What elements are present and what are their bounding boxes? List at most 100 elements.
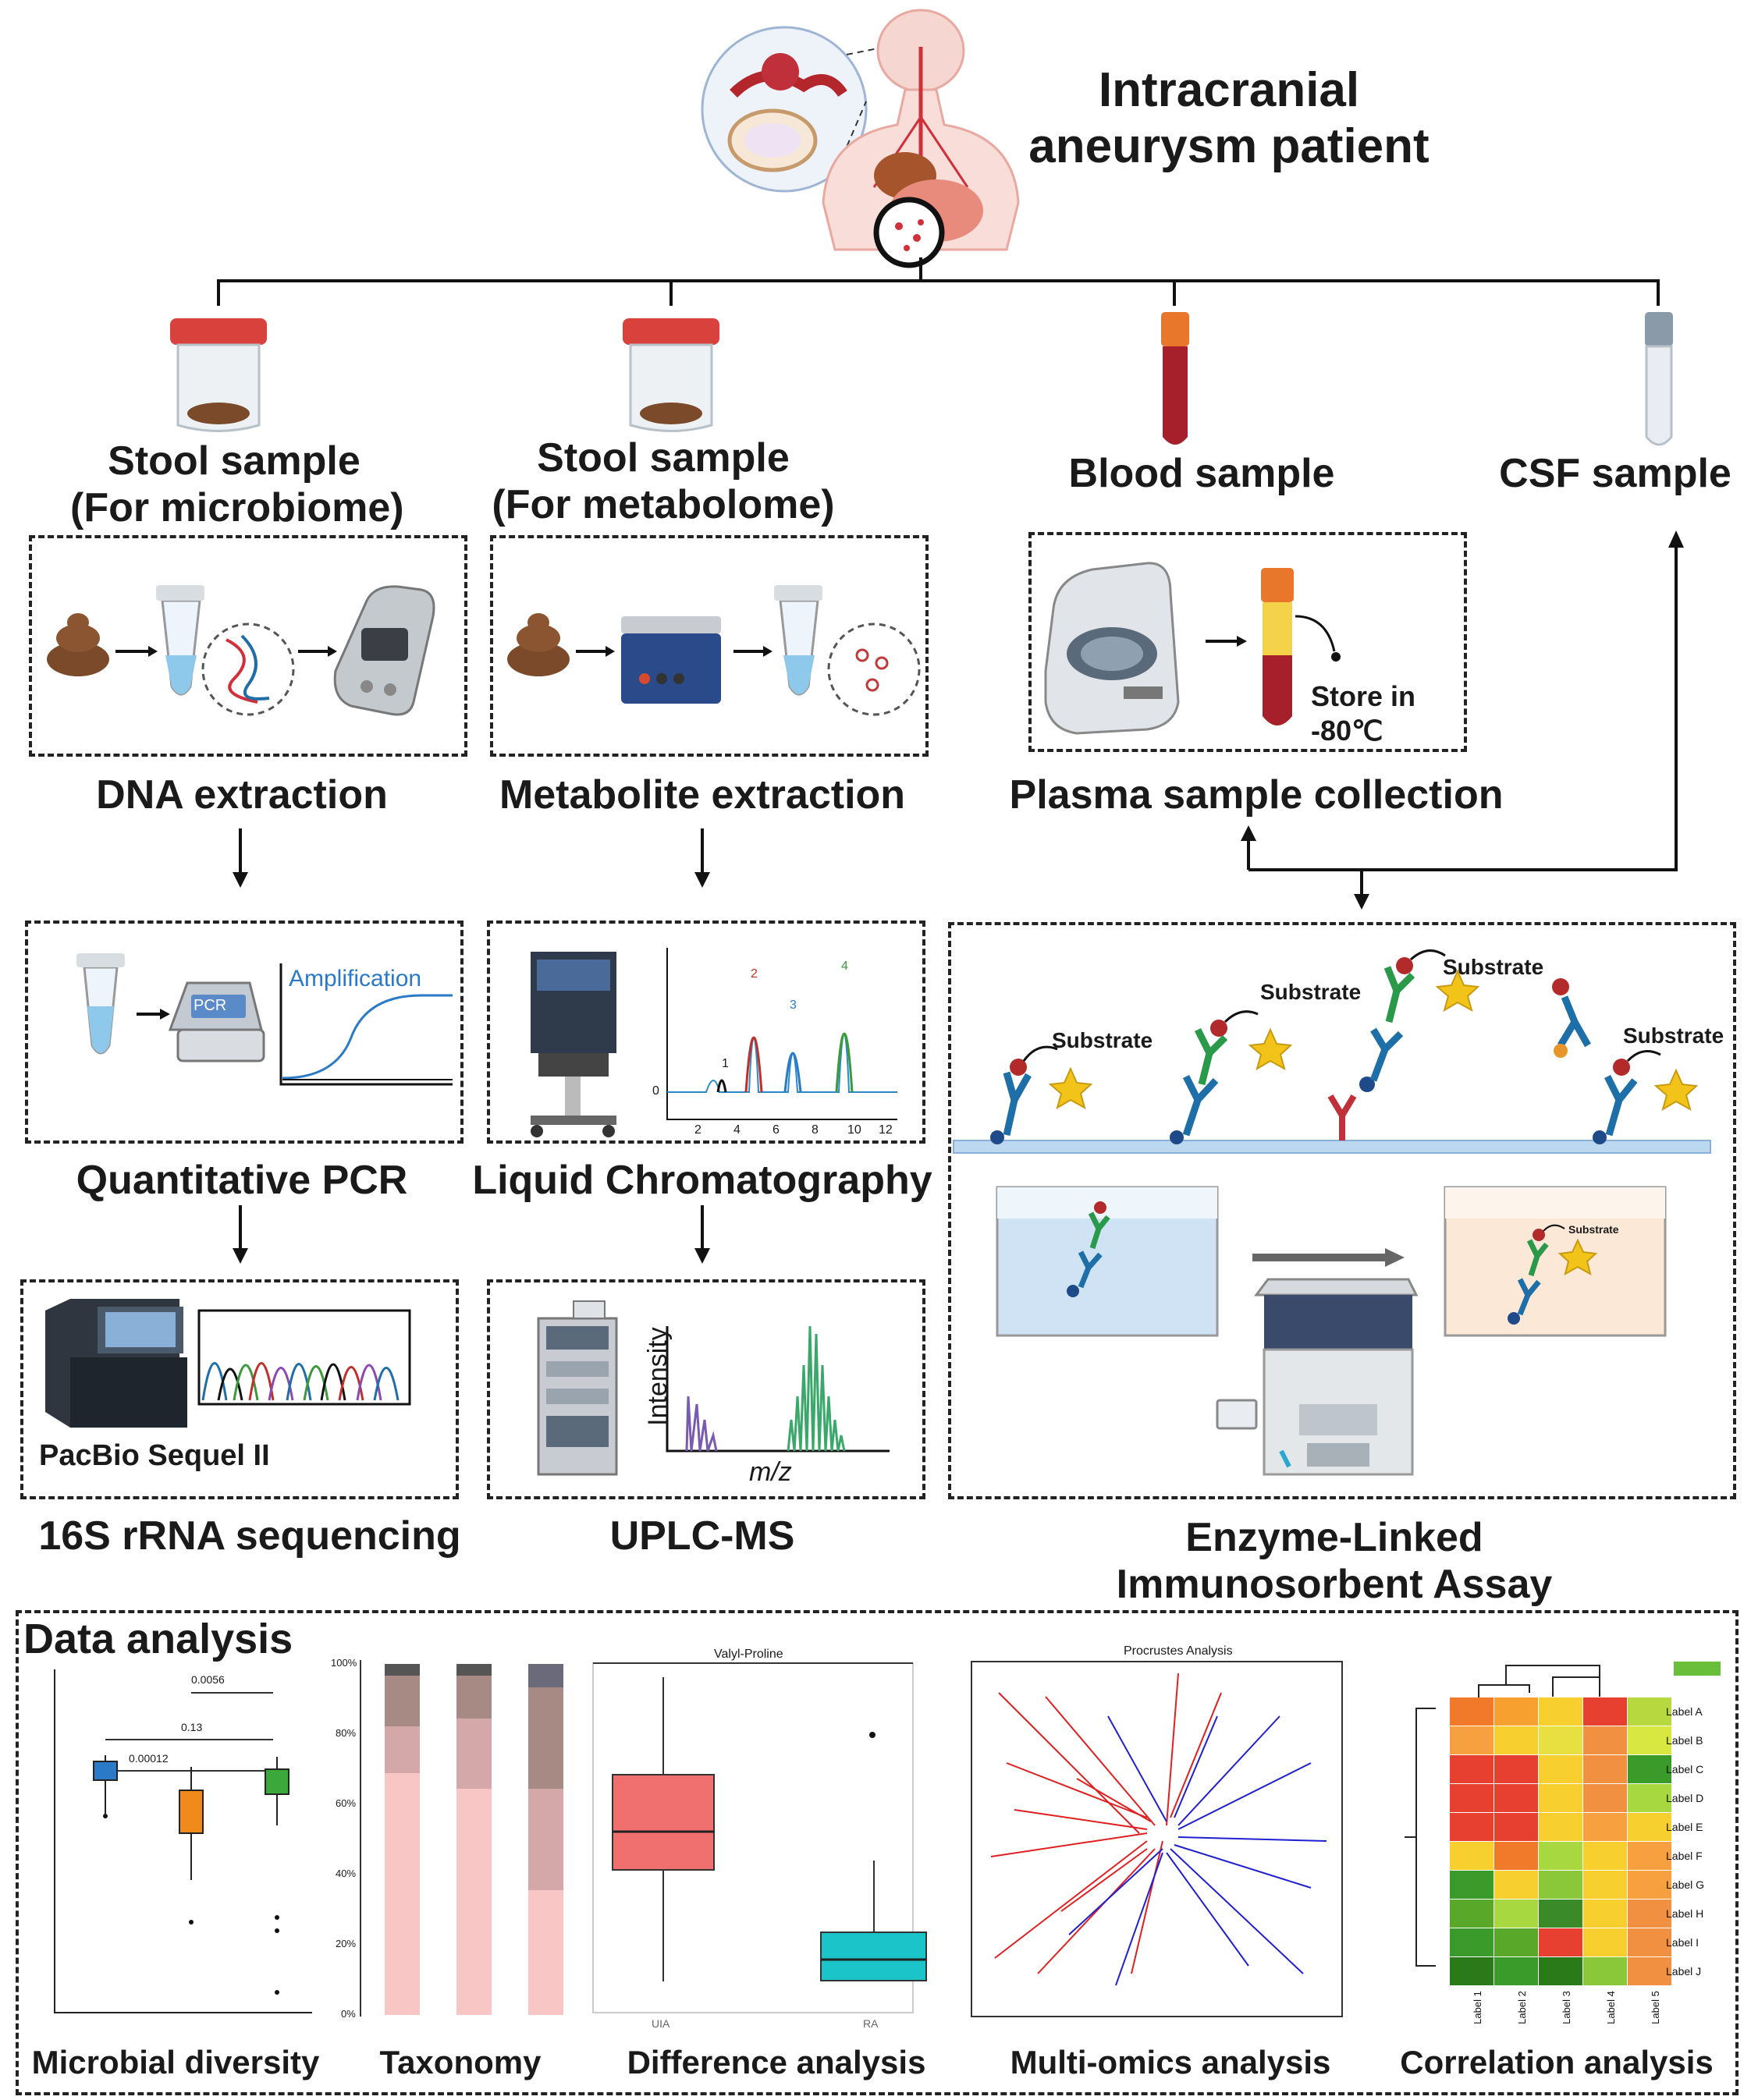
heatmap-cell [1494,1900,1538,1928]
heatmap-cell [1583,1928,1627,1956]
tax-tick-0: 0% [341,2008,356,2020]
heatmap-cell [1450,1871,1494,1899]
lc-label: Liquid Chromatography [472,1158,932,1203]
title-line1: Intracranial [1098,63,1360,117]
col-label-3: Label 3 [1560,1991,1572,2024]
pval-1: 0.0056 [191,1673,225,1686]
lc-box [487,921,925,1144]
substrate-label-1: Substrate [1052,1028,1153,1052]
csf-label: CSF sample [1499,451,1731,496]
plasma-collection-box [1028,532,1467,752]
stool-micro-label-1: Stool sample [108,438,360,484]
pcr-machine-label: PCR [194,997,227,1014]
heatmap-cell [1583,1697,1627,1726]
pacbio-label: PacBio Sequel II [39,1439,270,1472]
panel-label-diversity: Microbial diversity [31,2044,320,2080]
heatmap-cell [1539,1755,1582,1783]
plasma-collection-label: Plasma sample collection [1009,772,1504,818]
lc-tick-2: 2 [694,1123,701,1137]
row-label-j: Label J [1666,1965,1702,1978]
data-analysis-title: Data analysis [23,1616,293,1662]
heatmap-cell [1450,1813,1494,1841]
store-label-2: -80℃ [1311,715,1383,747]
heatmap-cell [1494,1755,1538,1783]
heatmap-cell [1539,1726,1582,1754]
pval-2: 0.13 [181,1721,203,1733]
heatmap-cell [1539,1813,1582,1841]
row-label-a: Label A [1666,1705,1703,1718]
stool-meta-label-1: Stool sample [537,435,790,481]
uplc-label: UPLC-MS [609,1513,795,1559]
metabolite-extraction-label: Metabolite extraction [499,772,906,818]
heatmap-cell [1628,1784,1671,1812]
heatmap-cell [1450,1697,1494,1726]
col-label-1: Label 1 [1471,1991,1483,2024]
qpcr-label: Quantitative PCR [76,1158,408,1203]
heatmap-cell [1494,1842,1538,1870]
row-label-e: Label E [1666,1821,1703,1833]
heatmap-cell [1494,1726,1538,1754]
lc-peak-2: 2 [751,967,758,981]
sequencing-label: 16S rRNA sequencing [38,1513,461,1559]
substrate-label-5: Substrate [1568,1223,1619,1236]
tax-tick-40: 40% [336,1868,357,1879]
heatmap-cell [1628,1871,1671,1899]
heatmap-cell [1450,1900,1494,1928]
elisa-box [948,922,1736,1499]
heatmap-cell [1628,1697,1671,1726]
heatmap-cell [1583,1813,1627,1841]
heatmap-cell [1494,1928,1538,1956]
heatmap-cell [1539,1900,1582,1928]
heatmap-cell [1628,1928,1671,1956]
tax-tick-60: 60% [336,1797,357,1809]
heatmap-cell [1583,1726,1627,1754]
elisa-label-2: Immunosorbent Assay [1116,1562,1553,1607]
heatmap-cell [1539,1784,1582,1812]
heatmap-cell [1450,1784,1494,1812]
group-uia: UIA [652,2017,670,2030]
heatmap-cell [1583,1957,1627,1985]
heatmap-cell [1494,1871,1538,1899]
store-label-1: Store in [1311,680,1416,712]
group-ra: RA [863,2017,879,2030]
heatmap-cell [1628,1755,1671,1783]
heatmap-col-labels: Label 1 Label 2 Label 3 Label 4 Label 5 [1461,1986,1687,2025]
substrate-label-2: Substrate [1260,980,1362,1004]
heatmap-cell [1494,1813,1538,1841]
heatmap-cell [1583,1755,1627,1783]
row-label-f: Label F [1666,1850,1703,1862]
heatmap-cell [1539,1697,1582,1726]
panel-label-multiomics: Multi-omics analysis [1010,2044,1331,2080]
col-label-2: Label 2 [1515,1991,1528,2024]
elisa-label-1: Enzyme-Linked [1185,1515,1483,1560]
dna-extraction-box [29,535,467,757]
heatmap-cell [1450,1928,1494,1956]
heatmap-cell [1539,1871,1582,1899]
panel-label-difference: Difference analysis [627,2044,926,2080]
tax-tick-100: 100% [331,1657,357,1669]
heatmap-row-labels: Label A Label B Label C Label D Label E … [1666,1697,1704,1986]
lc-peak-3: 3 [790,999,797,1012]
qpcr-box [25,921,464,1144]
dna-extraction-label: DNA extraction [96,772,388,818]
heatmap-cell [1583,1842,1627,1870]
row-label-b: Label B [1666,1734,1703,1747]
substrate-label-4: Substrate [1623,1023,1724,1048]
heatmap-cell [1628,1726,1671,1754]
metabolite-extraction-box [490,535,929,757]
sequencing-box [20,1279,459,1499]
heatmap-cell [1494,1697,1538,1726]
heatmap-cell [1450,1726,1494,1754]
procrustes-title: Procrustes Analysis [1124,1644,1233,1658]
heatmap-cell [1583,1900,1627,1928]
amplification-label: Amplification [289,966,422,991]
lc-tick-12: 12 [879,1123,893,1137]
stool-micro-label-2: (For microbiome) [70,485,404,530]
